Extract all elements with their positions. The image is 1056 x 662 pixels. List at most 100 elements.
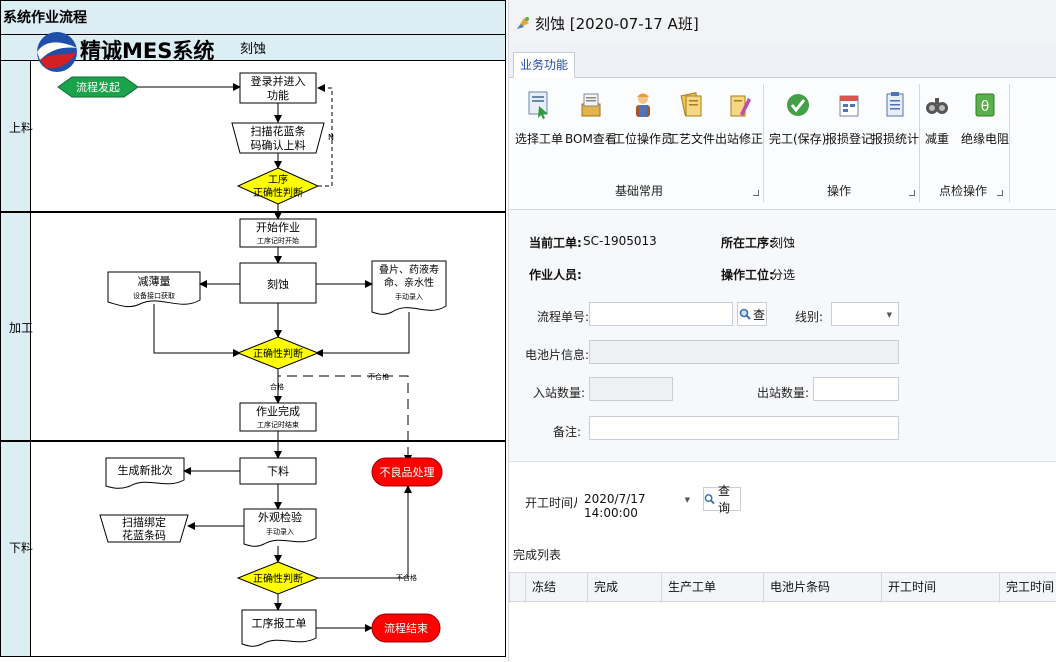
loss-stats-icon bbox=[886, 92, 904, 117]
tab-business-functions[interactable]: 业务功能 bbox=[513, 52, 576, 79]
node-start: 流程发起 bbox=[57, 76, 139, 98]
svg-text:不良品处理: 不良品处理 bbox=[380, 465, 435, 479]
svg-text:正确性判断: 正确性判断 bbox=[253, 186, 303, 199]
bom-view-button[interactable]: BOM查看 bbox=[565, 84, 617, 164]
group-expand-icon[interactable] bbox=[997, 190, 1003, 196]
col-complete[interactable]: 完成 bbox=[587, 573, 661, 603]
window-title: 刻蚀 [2020-07-17 A班] bbox=[535, 14, 699, 33]
mes-logo: 精诚MES系统 bbox=[37, 32, 214, 72]
node-etch: 刻蚀 bbox=[239, 262, 317, 304]
cell-info-label: 电池片信息: bbox=[525, 348, 590, 362]
bom-icon bbox=[581, 93, 601, 117]
svg-text:正确性判断: 正确性判断 bbox=[253, 572, 303, 585]
node-inspect: 外观检验 手动录入 bbox=[243, 508, 317, 547]
group-expand-icon[interactable] bbox=[753, 190, 759, 196]
outbound-fix-button[interactable]: 出站修正 bbox=[715, 84, 763, 164]
col-finish-time[interactable]: 完工时间 bbox=[999, 573, 1056, 603]
resistance-icon: θ bbox=[975, 93, 995, 117]
station-operator-button[interactable]: 工位操作员 bbox=[613, 84, 673, 164]
svg-text:刻蚀: 刻蚀 bbox=[267, 277, 289, 291]
current-order-label: 当前工单: bbox=[529, 236, 582, 250]
svg-text:θ: θ bbox=[981, 99, 990, 115]
svg-text:扫描绑定: 扫描绑定 bbox=[122, 515, 166, 529]
node-thin: 减薄量 设备接口获取 bbox=[107, 271, 201, 308]
select-order-icon bbox=[528, 91, 548, 119]
col-freeze[interactable]: 冻结 bbox=[525, 573, 587, 603]
time-query-button[interactable]: 查询 bbox=[703, 484, 741, 515]
svg-text:下料: 下料 bbox=[267, 464, 289, 478]
ribbon-group-inspect: 点检操作 bbox=[939, 184, 988, 198]
mes-window: 刻蚀 [2020-07-17 A班] 业务功能 选择工单 BOM查看 工位操作员… bbox=[508, 0, 1056, 662]
out-qty-input[interactable] bbox=[813, 377, 899, 401]
flow-no-query-button[interactable]: 查 bbox=[737, 302, 767, 326]
process-doc-icon bbox=[680, 92, 702, 117]
insulation-resistance-button[interactable]: θ 绝缘电阻 bbox=[961, 84, 1009, 164]
label-fail-2: 不合格 bbox=[368, 372, 389, 381]
window-title-bar: 刻蚀 [2020-07-17 A班] bbox=[509, 0, 1056, 46]
label-fail-3: 不合格 bbox=[396, 573, 417, 582]
operator-icon bbox=[636, 93, 650, 117]
svg-text:登录并进入: 登录并进入 bbox=[251, 74, 306, 88]
svg-text:流程结束: 流程结束 bbox=[384, 621, 428, 635]
svg-text:外观检验: 外观检验 bbox=[258, 510, 302, 524]
work-form: 当前工单: SC-1905013 所在工序: 刻蚀 作业人员: 操作工位: 分选… bbox=[509, 210, 1056, 462]
svg-text:生成新批次: 生成新批次 bbox=[118, 463, 173, 477]
flowchart-process-header: 刻蚀 bbox=[240, 42, 266, 57]
flowchart-panel: 系统作业流程 刻蚀 精诚MES系统 上料 加工 下料 流程发起 bbox=[0, 0, 508, 662]
lane-label-process: 加工 bbox=[9, 321, 33, 335]
ribbon-group-basic: 基础常用 bbox=[615, 184, 664, 198]
node-new-batch: 生成新批次 bbox=[105, 457, 185, 489]
node-finish-work: 作业完成 工序记时结束 bbox=[239, 402, 317, 432]
complete-check-icon bbox=[786, 94, 809, 116]
complete-save-button[interactable]: 完工(保存) bbox=[769, 84, 826, 164]
svg-text:开始作业: 开始作业 bbox=[256, 220, 300, 234]
weight-button[interactable]: 减重 bbox=[923, 84, 951, 164]
flowchart-title-bar bbox=[0, 0, 506, 35]
process-doc-button[interactable]: 工艺文件 bbox=[667, 84, 715, 164]
app-icon bbox=[517, 17, 529, 29]
flowchart-svg: 系统作业流程 刻蚀 精诚MES系统 上料 加工 下料 流程发起 bbox=[0, 0, 506, 657]
svg-text:命、亲水性: 命、亲水性 bbox=[384, 276, 434, 289]
node-report: 工序报工单 bbox=[241, 609, 317, 647]
start-time-picker[interactable]: 2020/7/17 14:00:00▼ bbox=[577, 487, 697, 520]
flowchart-title: 系统作业流程 bbox=[3, 9, 87, 26]
outbound-fix-icon bbox=[730, 95, 751, 117]
process-label: 所在工序: bbox=[721, 236, 774, 250]
node-end: 流程结束 bbox=[371, 613, 441, 643]
svg-text:减薄量: 减薄量 bbox=[138, 274, 171, 288]
lane-label-load: 上料 bbox=[9, 121, 33, 135]
completed-list-title: 完成列表 bbox=[513, 548, 562, 562]
in-qty-label: 入站数量: bbox=[533, 386, 586, 400]
col-cell-barcode[interactable]: 电池片条码 bbox=[763, 573, 881, 603]
weight-icon bbox=[926, 98, 948, 114]
chevron-down-icon: ▼ bbox=[886, 311, 892, 319]
svg-text:手动录入: 手动录入 bbox=[266, 527, 294, 536]
remark-input[interactable] bbox=[589, 416, 899, 440]
col-production-order[interactable]: 生产工单 bbox=[661, 573, 763, 603]
svg-text:扫描花蓝条: 扫描花蓝条 bbox=[251, 124, 306, 138]
in-qty-field bbox=[589, 377, 673, 401]
group-expand-icon[interactable] bbox=[909, 190, 915, 196]
time-filter-bar: 开工时间从: 2020/7/17 14:00:00▼ 查询 bbox=[509, 462, 1056, 540]
ribbon-group-operate: 操作 bbox=[827, 184, 852, 198]
out-qty-label: 出站数量: bbox=[757, 386, 810, 400]
col-start-time[interactable]: 开工时间 bbox=[881, 573, 999, 603]
loss-stats-button[interactable]: 报损统计 bbox=[871, 84, 919, 164]
flow-no-input[interactable] bbox=[589, 302, 733, 326]
svg-text:叠片、药液寿: 叠片、药液寿 bbox=[379, 263, 439, 276]
loss-register-button[interactable]: 报损登记 bbox=[825, 84, 873, 164]
node-scan-load: 扫描花蓝条 码确认上料 bbox=[231, 122, 325, 154]
node-unload: 下料 bbox=[239, 457, 317, 485]
svg-text:手动录入: 手动录入 bbox=[395, 292, 423, 301]
loss-register-icon bbox=[839, 95, 859, 117]
station-label: 操作工位: bbox=[721, 268, 774, 282]
svg-text:设备接口获取: 设备接口获取 bbox=[133, 291, 175, 300]
node-decision-3: 正确性判断 bbox=[236, 561, 320, 595]
svg-text:作业完成: 作业完成 bbox=[256, 404, 300, 418]
svg-text:工序记时开始: 工序记时开始 bbox=[257, 236, 299, 245]
select-order-button[interactable]: 选择工单 bbox=[515, 84, 563, 164]
line-dropdown[interactable]: ▼ bbox=[831, 302, 899, 326]
chevron-down-icon: ▼ bbox=[684, 496, 690, 504]
node-login: 登录并进入 功能 bbox=[239, 72, 317, 104]
station-value: 分选 bbox=[771, 268, 796, 282]
